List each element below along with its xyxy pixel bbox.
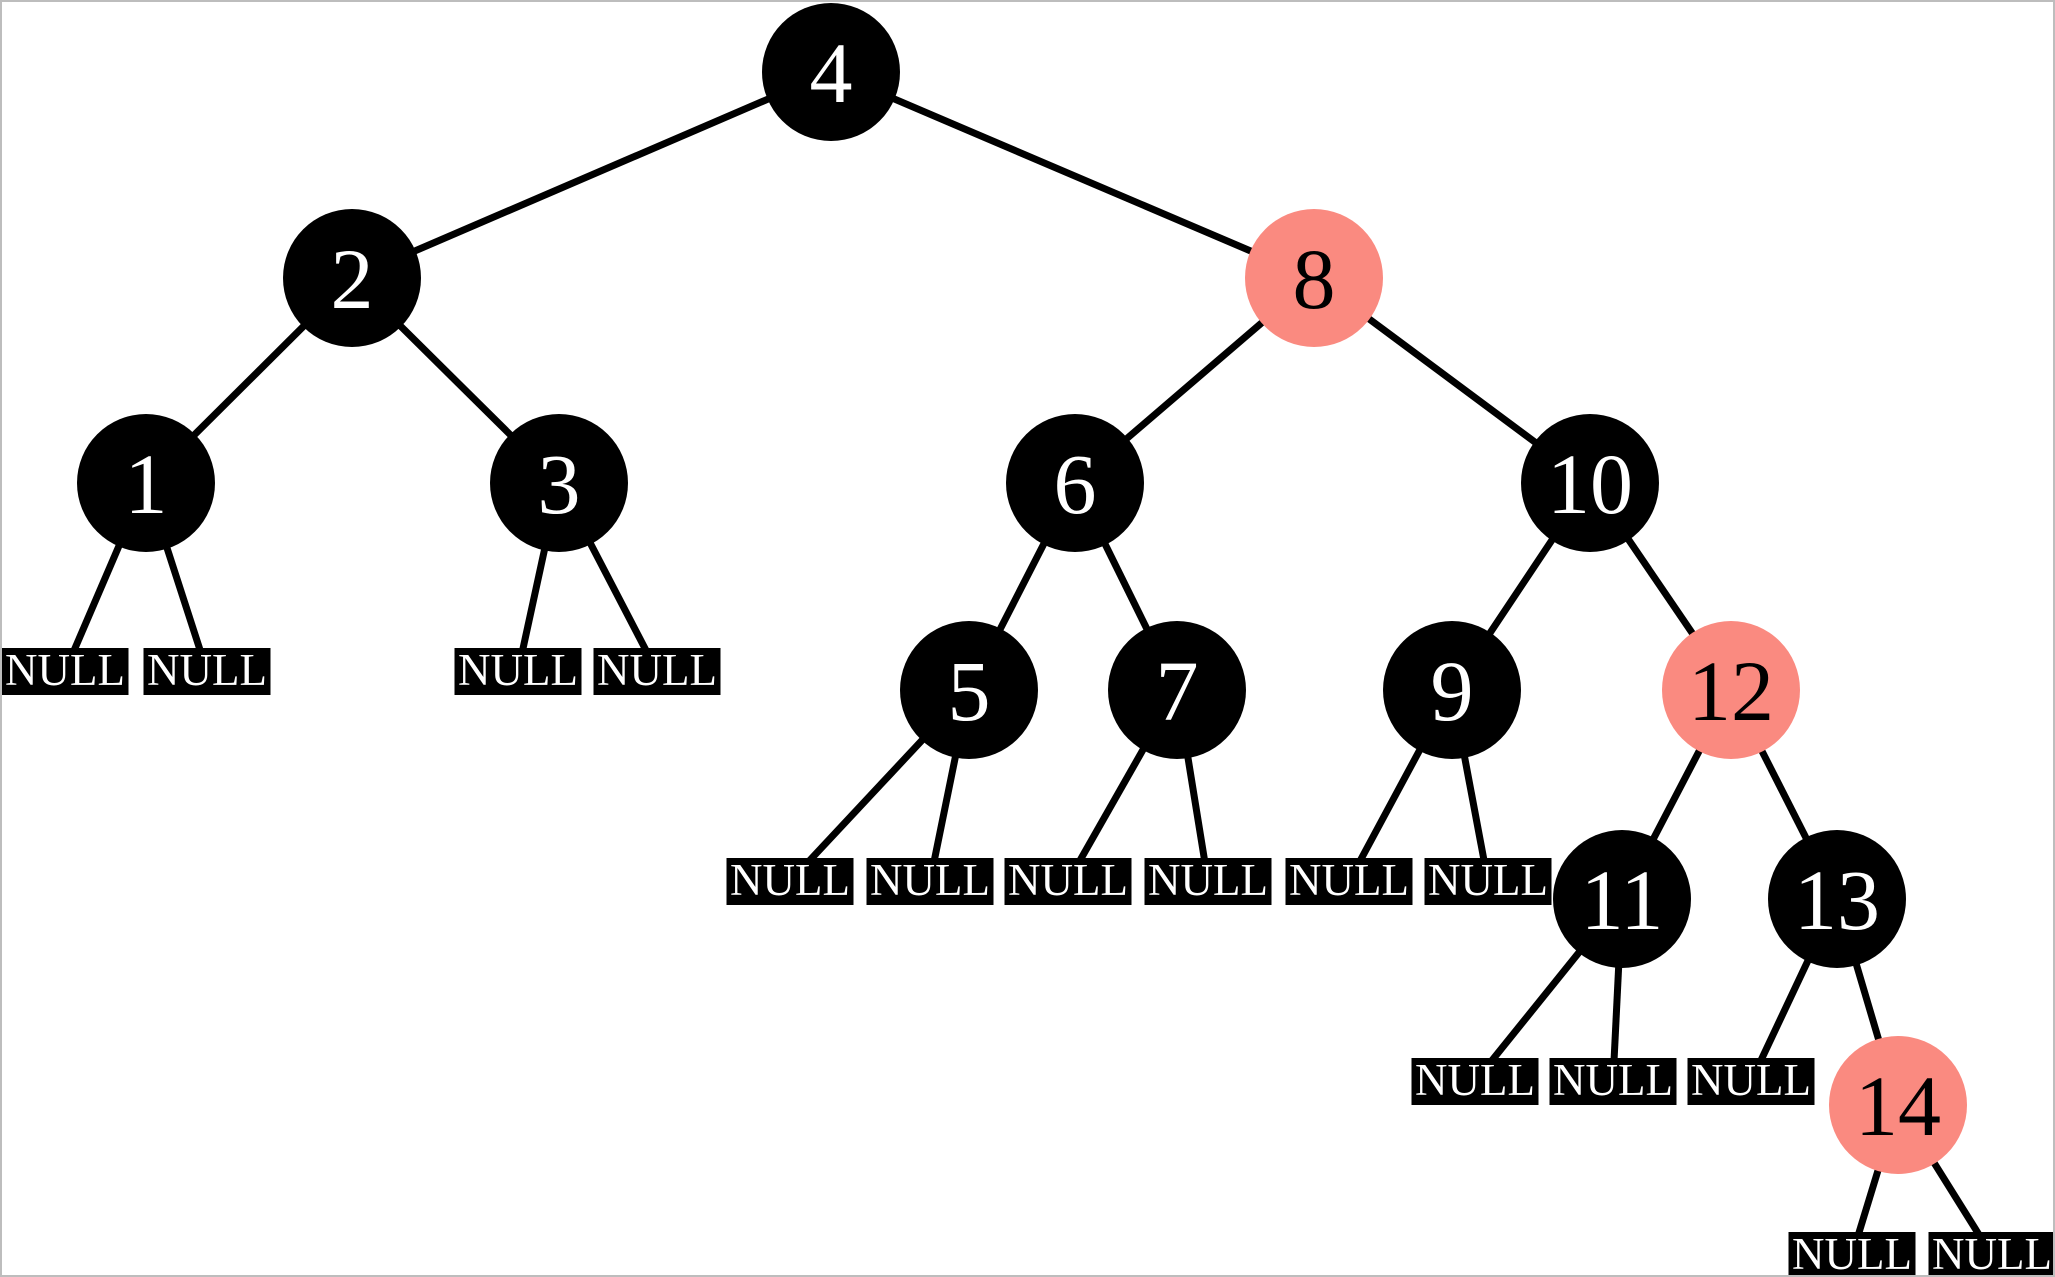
tree-node-11: 11 <box>1553 830 1691 968</box>
null-leaf-null-1R: NULL <box>143 645 271 695</box>
node-circle-2 <box>283 209 421 347</box>
tree-node-3: 3 <box>490 414 628 552</box>
null-label: NULL <box>1428 855 1548 905</box>
null-label: NULL <box>1553 1055 1673 1105</box>
null-label: NULL <box>458 645 578 695</box>
node-value-4: 4 <box>810 25 853 121</box>
node-value-11: 11 <box>1581 852 1664 948</box>
tree-node-8: 8 <box>1245 209 1383 347</box>
node-circle-11 <box>1553 830 1691 968</box>
null-box <box>866 858 994 905</box>
null-leaf-null-1L: NULL <box>2 645 129 695</box>
node-value-1: 1 <box>125 436 168 532</box>
null-leaf-null-3L: NULL <box>454 645 582 695</box>
node-circle-7 <box>1108 621 1246 759</box>
null-box <box>1928 1232 2053 1275</box>
null-label: NULL <box>1792 1229 1912 1277</box>
null-leaf-null-9R: NULL <box>1424 855 1552 905</box>
null-label: NULL <box>1148 855 1268 905</box>
node-circle-5 <box>900 621 1038 759</box>
node-circle-12 <box>1662 621 1800 759</box>
null-leaf-null-11R: NULL <box>1549 1055 1677 1105</box>
null-leaf-null-13L: NULL <box>1687 1055 1815 1105</box>
null-box <box>1004 858 1132 905</box>
null-box <box>593 648 721 695</box>
null-label: NULL <box>870 855 990 905</box>
tree-node-5: 5 <box>900 621 1038 759</box>
null-leaf-null-3R: NULL <box>593 645 721 695</box>
null-label: NULL <box>1008 855 1128 905</box>
null-leaf-null-11L: NULL <box>1411 1055 1539 1105</box>
null-leaf-null-14L: NULL <box>1788 1229 1916 1277</box>
null-box <box>2 648 129 695</box>
null-leaf-null-5L: NULL <box>726 855 854 905</box>
tree-node-7: 7 <box>1108 621 1246 759</box>
tree-node-9: 9 <box>1383 621 1521 759</box>
null-leaf-null-7L: NULL <box>1004 855 1132 905</box>
node-circle-6 <box>1006 414 1144 552</box>
node-value-12: 12 <box>1688 643 1774 739</box>
tree-edge-4-8 <box>829 68 1316 282</box>
null-box <box>1788 1232 1916 1275</box>
null-label: NULL <box>1415 1055 1535 1105</box>
node-value-2: 2 <box>331 231 374 327</box>
null-box <box>143 648 271 695</box>
node-value-7: 7 <box>1156 643 1199 739</box>
node-value-14: 14 <box>1855 1058 1941 1154</box>
node-circle-14 <box>1829 1036 1967 1174</box>
node-circle-1 <box>77 414 215 552</box>
null-box <box>454 648 582 695</box>
node-value-10: 10 <box>1547 436 1633 532</box>
null-box <box>1687 1058 1815 1105</box>
node-circle-3 <box>490 414 628 552</box>
tree-edge-4-2 <box>350 68 833 282</box>
null-label: NULL <box>1691 1055 1811 1105</box>
tree-node-2: 2 <box>283 209 421 347</box>
null-leaf-null-5R: NULL <box>866 855 994 905</box>
null-leaf-layer: NULL NULL NULL NULL NULL NULL NULL NULL NULL NULL… <box>2 645 2053 1277</box>
node-value-13: 13 <box>1794 852 1880 948</box>
node-value-8: 8 <box>1293 231 1336 327</box>
tree-node-4: 4 <box>762 3 900 141</box>
null-leaf-null-9L: NULL <box>1285 855 1413 905</box>
null-box <box>726 858 854 905</box>
null-label: NULL <box>5 645 125 695</box>
null-box <box>1285 858 1413 905</box>
node-circle-8 <box>1245 209 1383 347</box>
node-circle-4 <box>762 3 900 141</box>
tree-node-13: 13 <box>1768 830 1906 968</box>
node-value-3: 3 <box>538 436 581 532</box>
tree-node-12: 12 <box>1662 621 1800 759</box>
tree-node-10: 10 <box>1521 414 1659 552</box>
null-box <box>1411 1058 1539 1105</box>
node-circle-9 <box>1383 621 1521 759</box>
null-leaf-null-14R: NULL <box>1928 1229 2053 1277</box>
node-value-5: 5 <box>948 643 991 739</box>
node-value-6: 6 <box>1054 436 1097 532</box>
tree-node-1: 1 <box>77 414 215 552</box>
null-label: NULL <box>597 645 717 695</box>
node-value-9: 9 <box>1431 643 1474 739</box>
null-label: NULL <box>1289 855 1409 905</box>
null-label: NULL <box>147 645 267 695</box>
node-circle-10 <box>1521 414 1659 552</box>
null-label: NULL <box>730 855 850 905</box>
null-box <box>1424 858 1552 905</box>
null-box <box>1549 1058 1677 1105</box>
tree-node-6: 6 <box>1006 414 1144 552</box>
null-label: NULL <box>1932 1229 2052 1277</box>
tree-node-14: 14 <box>1829 1036 1967 1174</box>
null-leaf-null-7R: NULL <box>1144 855 1272 905</box>
null-box <box>1144 858 1272 905</box>
node-circle-13 <box>1768 830 1906 968</box>
